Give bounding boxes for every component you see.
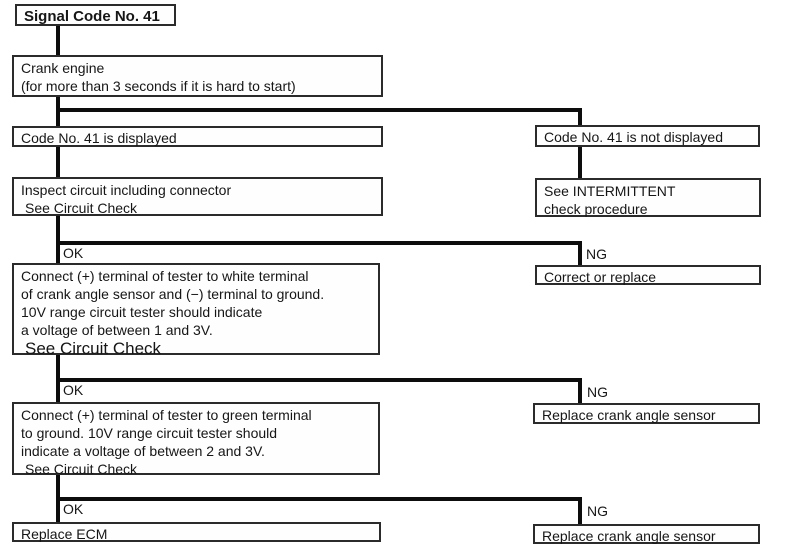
flow-box-replace-ecm: Replace ECM [12, 522, 381, 542]
flow-box-correct-or-replace: Correct or replace [535, 265, 761, 285]
ng-label-2: NG [587, 384, 608, 400]
flow-box-code-displayed: Code No. 41 is displayed [12, 126, 383, 147]
flow-box-replace-sensor-2: Replace crank angle sensor [533, 524, 760, 544]
connector-branch2-horizontal [56, 241, 582, 245]
flow-box-test-white-terminal: Connect (+) terminal of tester to white … [12, 263, 380, 358]
ok-label-2: OK [63, 382, 84, 398]
connector-branch3-horizontal [56, 378, 582, 382]
ok-label-1: OK [63, 245, 84, 261]
connector-branch4-right-down [578, 497, 582, 525]
connector-displayed-to-inspect [56, 146, 60, 178]
flow-box-intermittent-check: See INTERMITTENT check procedure [535, 178, 761, 217]
flow-box-test-green-terminal: Connect (+) terminal of tester to green … [12, 402, 380, 477]
flow-box-code-not-displayed: Code No. 41 is not displayed [535, 125, 760, 147]
connector-branch4-horizontal [56, 497, 582, 501]
connector-branch3-right-down [578, 378, 582, 404]
flow-box-title-text: Signal Code No. 41 [24, 8, 160, 25]
connector-branch2-right-down [578, 241, 582, 266]
connector-branch1-right-down [578, 108, 582, 126]
flow-box-inspect-circuit: Inspect circuit including connector See … [12, 177, 383, 216]
connector-branch1-horizontal [56, 108, 582, 112]
flow-box-replace-sensor-1: Replace crank angle sensor [533, 403, 760, 424]
connector-title-to-crank [56, 25, 60, 57]
connector-notdisplayed-to-intermittent [578, 146, 582, 179]
ng-label-3: NG [587, 503, 608, 519]
ng-label-1: NG [586, 246, 607, 262]
connector-inspect-down [56, 215, 60, 264]
ok-label-3: OK [63, 501, 84, 517]
flow-box-signal-code-title: Signal Code No. 41 [15, 4, 176, 26]
flow-box-crank-engine: Crank engine (for more than 3 seconds if… [12, 55, 383, 97]
